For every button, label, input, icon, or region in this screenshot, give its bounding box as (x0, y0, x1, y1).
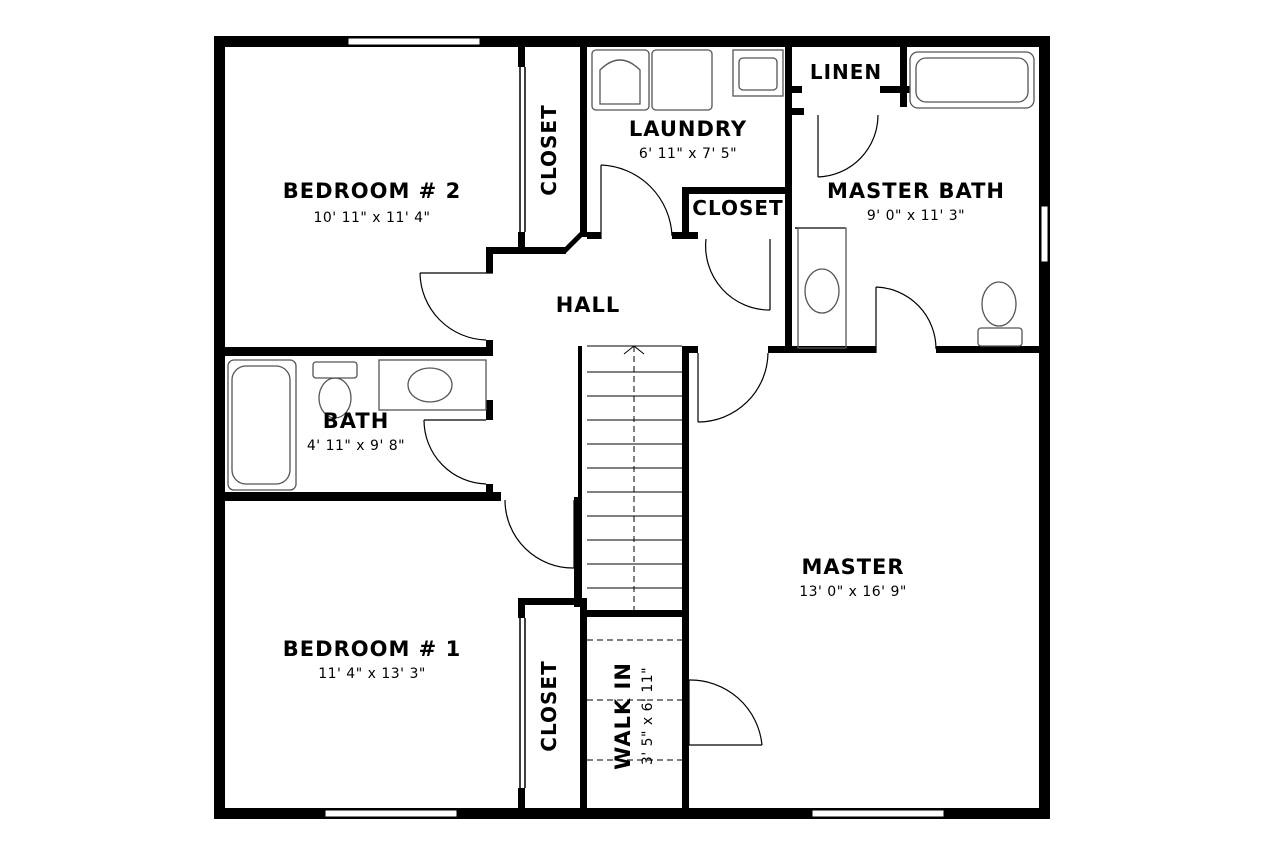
walk-in-dims: 3' 5" x 6' 11" (640, 667, 656, 765)
bath-name: BATH (323, 409, 390, 433)
washer-icon (591, 49, 650, 111)
bedroom1-name: BEDROOM # 1 (283, 637, 461, 661)
vanity-icon (797, 227, 847, 349)
exterior-walls (214, 36, 1050, 819)
dryer-icon (651, 49, 713, 111)
master-dims: 13' 0" x 16' 9" (799, 584, 907, 600)
bath-tub-icon (227, 359, 297, 491)
tub-icon (909, 51, 1035, 109)
bedroom2-closet-name: CLOSET (537, 104, 561, 195)
bath-vanity-icon (378, 359, 487, 411)
bath-toilet-icon (312, 361, 358, 379)
master-bath-name: MASTER BATH (827, 179, 1005, 203)
bedroom2-name: BEDROOM # 2 (283, 179, 461, 203)
walk-in-name: WALK IN (611, 662, 635, 770)
bath-dims: 4' 11" x 9' 8" (307, 438, 405, 454)
interior-walls (225, 47, 1040, 818)
windows (324, 37, 1049, 818)
laundry-sink-icon (732, 49, 784, 97)
fixtures (227, 49, 1035, 491)
laundry-dims: 6' 11" x 7' 5" (639, 146, 737, 162)
linen-name: LINEN (810, 60, 882, 84)
hall-closet-name: CLOSET (692, 196, 783, 220)
master-bath-dims: 9' 0" x 11' 3" (867, 208, 965, 224)
bedroom1-dims: 11' 4" x 13' 3" (318, 666, 426, 682)
room-labels: BEDROOM # 2 10' 11" x 11' 4" LAUNDRY 6' … (283, 60, 1005, 770)
toilet-icon (981, 281, 1017, 327)
bedroom2-dims: 10' 11" x 11' 4" (313, 210, 430, 226)
laundry-name: LAUNDRY (629, 117, 747, 141)
staircase (578, 345, 682, 761)
bedroom1-closet-name: CLOSET (537, 660, 561, 751)
master-name: MASTER (801, 555, 904, 579)
door-swings (419, 114, 937, 746)
hall-name: HALL (556, 293, 621, 317)
